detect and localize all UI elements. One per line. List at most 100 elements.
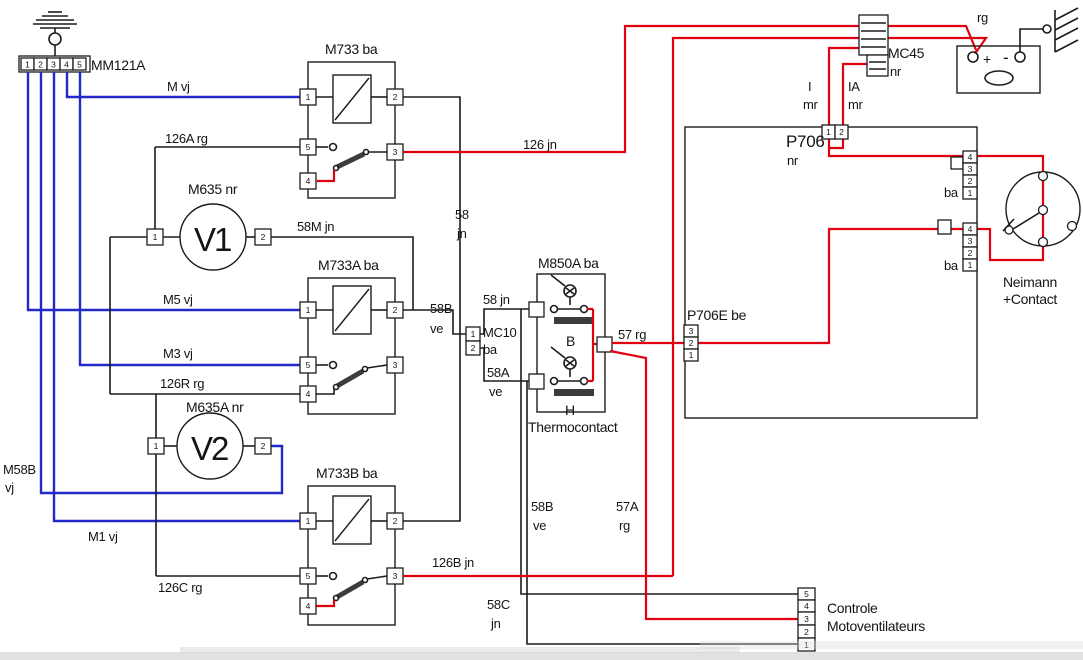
neimann-switch — [1002, 170, 1081, 248]
wire-label-m-vj: M vj — [167, 79, 190, 94]
mm121a-label: MM121A — [91, 57, 146, 73]
m733b-pin3: 3 — [393, 571, 398, 581]
v1-symbol: V1 — [194, 221, 231, 258]
wire-label-57a-2: rg — [619, 518, 630, 533]
wire-label-m58b-2: vj — [5, 480, 14, 495]
v1-pin2: 2 — [261, 232, 266, 242]
ba-bottom-pin3: 3 — [968, 236, 973, 246]
wire-ia-label: IA — [848, 79, 860, 94]
ba-bottom-pin2: 2 — [968, 248, 973, 258]
connector-mc10: 1 2 — [465, 326, 481, 356]
wire-label-58m: 58M jn — [297, 219, 334, 234]
m733-pin2: 2 — [393, 92, 398, 102]
m733a-title: M733A ba — [318, 257, 379, 273]
scan-artifact — [0, 641, 1083, 660]
controle-label-line2: Motoventilateurs — [827, 618, 925, 634]
ba-top-pin4: 4 — [968, 152, 973, 162]
black-wires — [109, 96, 798, 645]
neimann-label-line1: Neimann — [1003, 274, 1057, 290]
ground-symbol-left — [33, 11, 77, 56]
v1-pin1: 1 — [153, 232, 158, 242]
controle-pin2: 2 — [804, 627, 809, 637]
m733-pin1: 1 — [306, 92, 311, 102]
m733b-pin4: 4 — [306, 601, 311, 611]
motor-v2: V2 1 2 — [147, 412, 272, 480]
ba-top-pin3: 3 — [968, 164, 973, 174]
wire-label-126c: 126C rg — [158, 580, 202, 595]
m733a-pin1: 1 — [306, 305, 311, 315]
neimann-label-line2: +Contact — [1003, 291, 1057, 307]
wire-label-126jn: 126 jn — [523, 137, 557, 152]
wire-label-58a-2: ve — [489, 384, 502, 399]
wire-label-m1: M1 vj — [88, 529, 118, 544]
relay-m733: 1 2 5 3 4 — [299, 61, 404, 199]
mm121a-pin-5: 5 — [77, 60, 82, 70]
wire-label-58b-bot-1: 58B — [531, 499, 553, 514]
mc45-sublabel: nr — [890, 64, 902, 79]
v2-pin2: 2 — [261, 441, 266, 451]
controle-label-line1: Controle — [827, 600, 878, 616]
wire-label-126a: 126A rg — [165, 131, 208, 146]
m733a-pin2: 2 — [393, 305, 398, 315]
motor-v1: V1 1 2 — [146, 203, 272, 271]
wire-label-58b-mc-1: 58B — [430, 301, 452, 316]
mc10-sublabel: ba — [483, 342, 498, 357]
p706-label: P706 — [786, 132, 825, 151]
thermocontact-caption: Thermocontact — [528, 419, 618, 435]
m733-pin4: 4 — [306, 176, 311, 186]
mc45-label: MC45 — [888, 45, 925, 61]
wire-label-57a-1: 57A — [616, 499, 639, 514]
m733b-pin1: 1 — [306, 516, 311, 526]
thermo-b-label: B — [566, 333, 575, 349]
wire-label-57: 57 rg — [618, 327, 646, 342]
controle-pin3: 3 — [804, 614, 809, 624]
wire-ia-color: mr — [848, 97, 864, 112]
p706e-pin3: 3 — [689, 326, 694, 336]
wire-label-58-1: 58 — [455, 207, 469, 222]
thermo-h-label: H — [565, 402, 575, 418]
wire-label-58a-1: 58A — [487, 365, 510, 380]
battery-plus: + — [983, 51, 991, 67]
ba-bottom-pin1: 1 — [968, 260, 973, 270]
connector-mc45 — [858, 14, 889, 77]
wire-label-58c-2: jn — [490, 616, 501, 631]
controle-pin5: 5 — [804, 589, 809, 599]
v1-title: M635 nr — [188, 181, 238, 197]
ba-top-label: ba — [944, 185, 959, 200]
mm121a-pin-4: 4 — [64, 60, 69, 70]
ba-bottom-pin4: 4 — [968, 224, 973, 234]
p706-pin1: 1 — [826, 127, 831, 137]
ba-bottom-label: ba — [944, 258, 959, 273]
m733a-pin4: 4 — [306, 389, 311, 399]
wire-label-58jn: 58 jn — [483, 292, 510, 307]
battery-minus: - — [1003, 48, 1008, 67]
relay-m733a: 1 2 5 3 4 — [299, 277, 404, 415]
wire-label-126b: 126B jn — [432, 555, 474, 570]
p706-pin2: 2 — [839, 127, 844, 137]
relay-m733b: 1 2 5 3 4 — [299, 485, 404, 626]
m733a-pin3: 3 — [393, 360, 398, 370]
m850a-title: M850A ba — [538, 255, 599, 271]
p706e-pin1: 1 — [689, 350, 694, 360]
wire-label-58-2: jn — [456, 226, 467, 241]
v2-pin1: 1 — [154, 441, 159, 451]
battery: + - — [956, 45, 1041, 94]
wire-label-126r: 126R rg — [160, 376, 204, 391]
mm121a-pin-1: 1 — [25, 60, 30, 70]
wire-i-color: mr — [803, 97, 819, 112]
mm121a-pin-3: 3 — [51, 60, 56, 70]
wire-label-58b-mc-2: ve — [430, 321, 443, 336]
thermocontact-m850a — [528, 273, 613, 413]
controle-pin1: 1 — [804, 640, 809, 650]
wire-label-m58b-1: M58B — [3, 462, 36, 477]
ba-top-pin1: 1 — [968, 188, 973, 198]
m733-pin5: 5 — [306, 142, 311, 152]
mc10-pin2: 2 — [471, 343, 476, 353]
calculator-p706: 1 2 3 2 1 4 3 2 1 4 3 2 1 — [683, 124, 978, 419]
wire-label-58c-1: 58C — [487, 597, 510, 612]
m733a-pin5: 5 — [306, 360, 311, 370]
v2-title: M635A nr — [186, 399, 244, 415]
ba-top-pin2: 2 — [968, 176, 973, 186]
connector-mm121a: 1 2 3 4 5 — [18, 55, 91, 73]
